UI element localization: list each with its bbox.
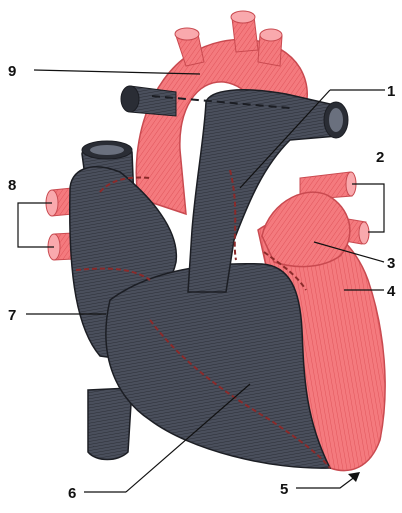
- label-9: 9: [8, 63, 16, 80]
- leader-5: [296, 476, 356, 488]
- label-6: 6: [68, 485, 76, 502]
- label-7: 7: [8, 307, 16, 324]
- label-1: 1: [387, 83, 395, 100]
- left-atrium: [262, 192, 350, 266]
- label-5: 5: [280, 481, 288, 498]
- label-3: 3: [387, 255, 395, 272]
- label-8: 8: [8, 177, 16, 194]
- label-2: 2: [376, 149, 384, 166]
- label-4: 4: [387, 283, 396, 300]
- inferior-vena-cava: [88, 388, 132, 460]
